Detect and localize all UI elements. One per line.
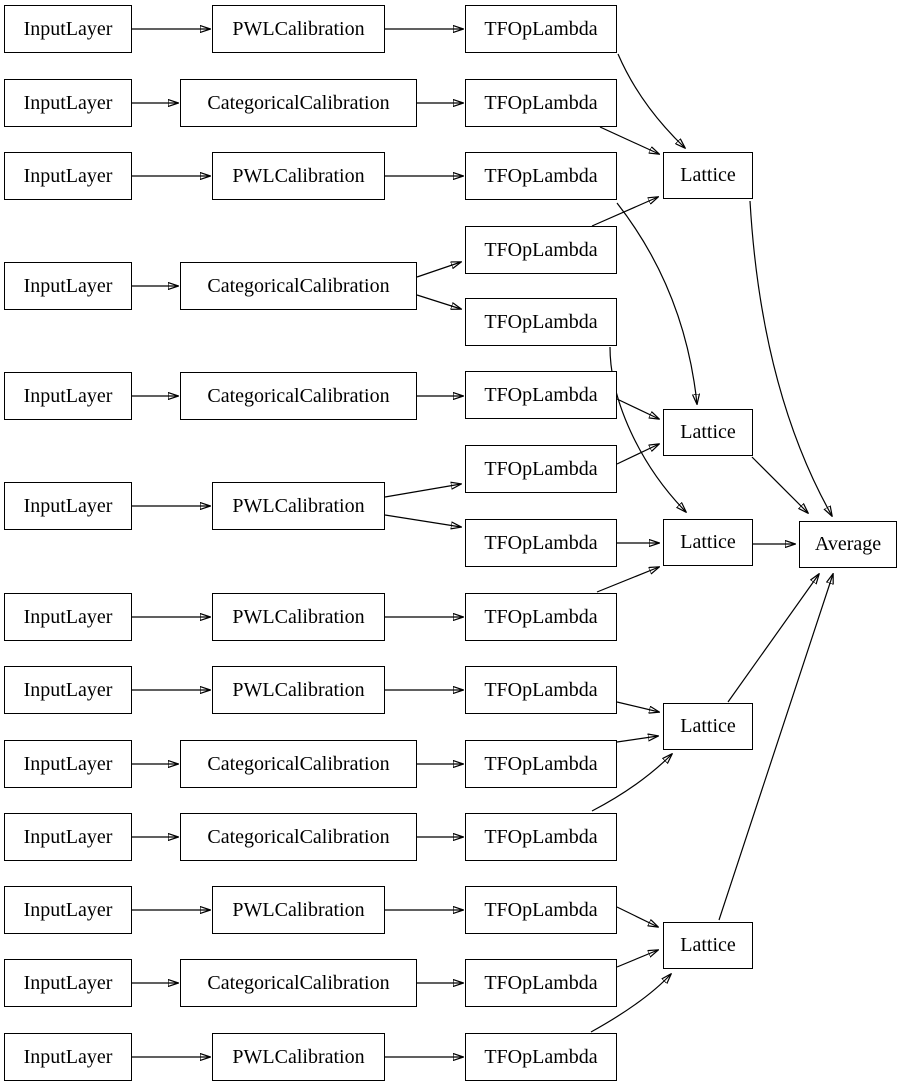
node-tfop-lambda-r13: TFOpLambda (465, 1033, 617, 1081)
node-input-layer-r9: InputLayer (4, 740, 132, 788)
node-input-layer-r10: InputLayer (4, 813, 132, 861)
edge-tfop-r6a-to-lattice-2 (616, 444, 659, 465)
node-input-layer-r1: InputLayer (4, 5, 132, 53)
node-pwl-calibration-r3: PWLCalibration (212, 152, 385, 200)
node-tfop-lambda-r3: TFOpLambda (465, 152, 617, 200)
node-categorical-calibration-r12: CategoricalCalibration (180, 959, 417, 1007)
node-categorical-calibration-r4: CategoricalCalibration (180, 262, 417, 310)
node-input-layer-r2: InputLayer (4, 79, 132, 127)
node-categorical-calibration-r5: CategoricalCalibration (180, 372, 417, 420)
node-lattice-1: Lattice (663, 152, 753, 199)
node-tfop-lambda-r10: TFOpLambda (465, 813, 617, 861)
node-categorical-calibration-r10: CategoricalCalibration (180, 813, 417, 861)
edge-lattice-2-to-average (751, 456, 808, 513)
node-lattice-4: Lattice (663, 703, 753, 750)
edge-cc-r4-to-tfop-b (416, 294, 461, 309)
node-input-layer-r6: InputLayer (4, 482, 132, 530)
edge-tfop-r10-to-lattice-4 (591, 754, 672, 812)
edge-tfop-r11-to-lattice-5 (616, 906, 658, 927)
node-tfop-lambda-r8: TFOpLambda (465, 666, 617, 714)
edge-tfop-r12-to-lattice-5 (616, 950, 658, 968)
node-lattice-3: Lattice (663, 519, 753, 566)
edge-tfop-r3-to-lattice-2 (616, 202, 697, 404)
node-input-layer-r12: InputLayer (4, 959, 132, 1007)
edge-tfop-r1-to-lattice-1 (617, 53, 685, 148)
node-tfop-lambda-r6a: TFOpLambda (465, 445, 617, 493)
edge-tfop-r2-to-lattice-1 (599, 126, 659, 154)
edge-tfop-r8-to-lattice-4 (616, 701, 659, 712)
edge-tfop-r4a-to-lattice-1 (591, 197, 658, 227)
node-pwl-calibration-r1: PWLCalibration (212, 5, 385, 53)
node-tfop-lambda-r1: TFOpLambda (465, 5, 617, 53)
node-input-layer-r8: InputLayer (4, 666, 132, 714)
node-input-layer-r3: InputLayer (4, 152, 132, 200)
edge-tfop-r13-to-lattice-5 (590, 974, 671, 1033)
node-tfop-lambda-r9: TFOpLambda (465, 740, 617, 788)
node-input-layer-r5: InputLayer (4, 372, 132, 420)
node-tfop-lambda-r5: TFOpLambda (465, 371, 617, 419)
node-tfop-lambda-r11: TFOpLambda (465, 886, 617, 934)
node-tfop-lambda-r2: TFOpLambda (465, 79, 617, 127)
node-pwl-calibration-r11: PWLCalibration (212, 886, 385, 934)
edge-tfop-r5-to-lattice-2 (616, 398, 659, 419)
edge-tfop-r7-to-lattice-3 (596, 567, 659, 593)
node-lattice-5: Lattice (663, 922, 753, 969)
node-tfop-lambda-r7: TFOpLambda (465, 593, 617, 641)
node-tfop-lambda-r12: TFOpLambda (465, 959, 617, 1007)
node-input-layer-r4: InputLayer (4, 262, 132, 310)
edge-tfop-r4b-to-lattice-3 (609, 346, 686, 512)
node-lattice-2: Lattice (663, 409, 753, 456)
node-pwl-calibration-r13: PWLCalibration (212, 1033, 385, 1081)
edge-pwl-r6-to-tfop-a (384, 484, 461, 498)
edge-cc-r4-to-tfop-a (416, 262, 461, 278)
node-input-layer-r11: InputLayer (4, 886, 132, 934)
edge-lattice-4-to-average (727, 574, 819, 703)
edge-lattice-1-to-average (749, 200, 832, 516)
edge-tfop-r9-to-lattice-4 (616, 736, 658, 743)
edge-pwl-r6-to-tfop-b (384, 514, 461, 527)
node-pwl-calibration-r6: PWLCalibration (212, 482, 385, 530)
node-tfop-lambda-r4b: TFOpLambda (465, 298, 617, 346)
node-tfop-lambda-r4a: TFOpLambda (465, 226, 617, 274)
node-input-layer-r7: InputLayer (4, 593, 132, 641)
node-average: Average (799, 521, 897, 568)
node-tfop-lambda-r6b: TFOpLambda (465, 519, 617, 567)
node-pwl-calibration-r8: PWLCalibration (212, 666, 385, 714)
node-categorical-calibration-r2: CategoricalCalibration (180, 79, 417, 127)
node-categorical-calibration-r9: CategoricalCalibration (180, 740, 417, 788)
edge-lattice-5-to-average (718, 574, 833, 921)
node-input-layer-r13: InputLayer (4, 1033, 132, 1081)
node-pwl-calibration-r7: PWLCalibration (212, 593, 385, 641)
